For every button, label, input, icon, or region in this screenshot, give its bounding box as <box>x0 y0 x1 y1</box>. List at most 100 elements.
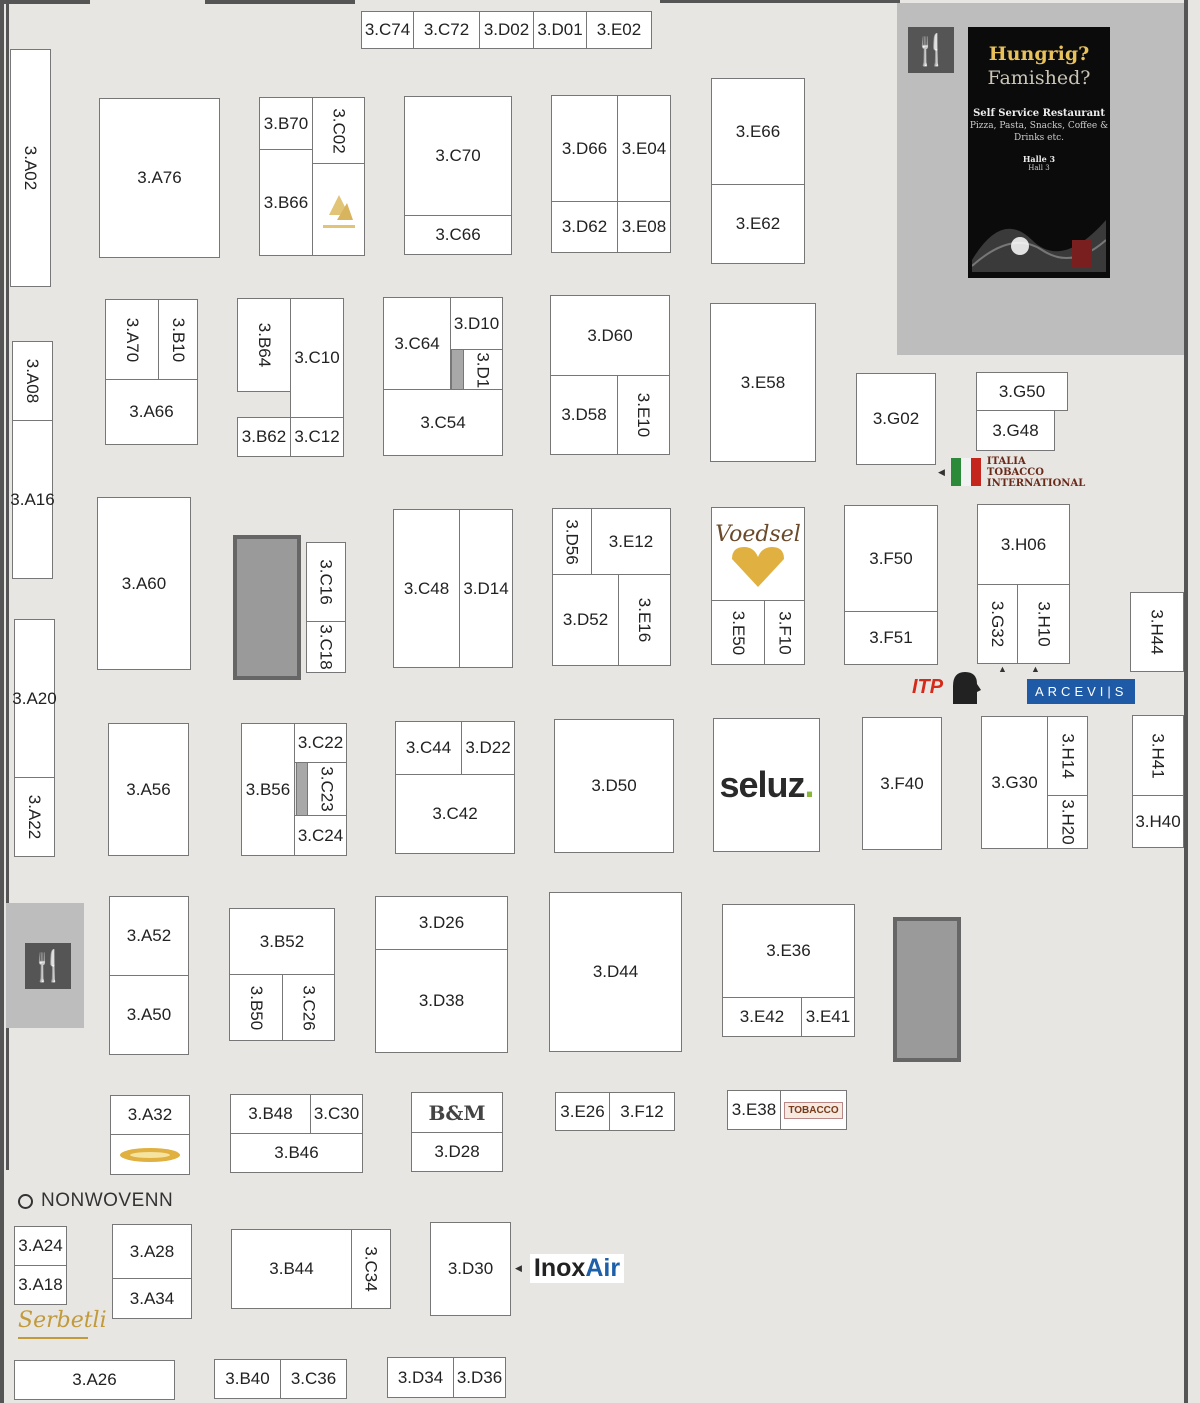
booth[interactable]: 3.D10 <box>450 297 503 350</box>
booth[interactable]: 3.C42 <box>395 774 515 854</box>
booth[interactable]: 3.A56 <box>108 723 189 856</box>
booth[interactable]: 3.A26 <box>14 1360 175 1400</box>
booth[interactable]: 3.B10 <box>158 299 198 380</box>
booth[interactable]: 3.G02 <box>856 373 936 465</box>
booth[interactable]: 3.C70 <box>404 96 512 216</box>
booth[interactable]: 3.A70 <box>105 299 159 380</box>
booth[interactable]: 3.C66 <box>404 215 512 255</box>
booth[interactable]: 3.C24 <box>294 815 347 856</box>
booth[interactable]: 3.B64 <box>237 298 291 392</box>
booth[interactable]: 3.D30 <box>430 1222 511 1316</box>
booth[interactable]: 3.C36 <box>280 1359 347 1399</box>
booth[interactable]: 3.C10 <box>290 298 344 418</box>
booth[interactable]: 3.C72 <box>413 11 480 49</box>
booth[interactable]: 3.E62 <box>711 184 805 264</box>
booth[interactable]: 3.G30 <box>981 716 1048 849</box>
booth[interactable]: 3.D58 <box>550 375 618 455</box>
booth[interactable]: 3.F12 <box>609 1092 675 1131</box>
booth[interactable]: 3.A76 <box>99 98 220 258</box>
nonwoven-logo[interactable]: NONWOVENN <box>18 1190 173 1212</box>
booth[interactable]: 3.E16 <box>618 574 671 666</box>
booth[interactable]: 3.A34 <box>112 1278 192 1319</box>
inoxair-logo[interactable]: ◀ InoxAir <box>515 1254 625 1283</box>
booth[interactable]: 3.E42 <box>722 997 802 1037</box>
booth[interactable]: 3.F50 <box>844 505 938 612</box>
booth[interactable]: 3.D62 <box>551 201 618 253</box>
booth[interactable]: 3.C02 <box>312 97 365 164</box>
booth[interactable]: 3.D38 <box>375 949 508 1053</box>
booth[interactable]: 3.C16 <box>306 542 346 622</box>
booth[interactable]: 3.E36 <box>722 904 855 998</box>
booth-logo-box[interactable] <box>312 163 365 256</box>
booth[interactable]: 3.E66 <box>711 78 805 185</box>
booth-logo-box[interactable] <box>110 1134 190 1175</box>
booth[interactable]: 3.A16 <box>10 420 55 579</box>
restaurant-poster[interactable]: Hungrig? Famished? Self Service Restaura… <box>968 27 1110 278</box>
booth[interactable]: 3.A24 <box>14 1226 67 1266</box>
booth[interactable]: 3.D50 <box>554 719 674 853</box>
booth[interactable]: 3.D36 <box>453 1357 506 1398</box>
booth[interactable]: 3.B50 <box>229 974 283 1041</box>
booth[interactable]: 3.D14 <box>459 509 513 668</box>
booth[interactable]: 3.A02 <box>10 49 51 287</box>
booth[interactable]: 3.A18 <box>14 1265 67 1305</box>
voedsel-booth[interactable]: Voedsel <box>711 507 805 601</box>
booth[interactable]: 3.D22 <box>461 721 515 775</box>
booth[interactable]: 3.A66 <box>105 379 198 445</box>
booth[interactable]: 3.A32 <box>110 1095 190 1135</box>
booth[interactable]: 3.E12 <box>591 508 671 575</box>
booth[interactable]: 3.C64 <box>383 297 451 390</box>
booth[interactable]: 3.G50 <box>976 372 1068 411</box>
booth[interactable]: 3.C74 <box>361 11 414 49</box>
booth[interactable]: 3.B62 <box>237 417 291 457</box>
booth[interactable]: 3.D02 <box>479 11 534 49</box>
booth[interactable]: 3.D52 <box>552 574 619 666</box>
booth[interactable]: 3.H40 <box>1132 795 1184 848</box>
booth[interactable]: 3.D44 <box>549 892 682 1052</box>
booth[interactable]: 3.D60 <box>550 295 670 376</box>
booth[interactable]: 3.C18 <box>306 621 346 673</box>
booth[interactable]: 3.A22 <box>14 777 55 857</box>
booth[interactable]: 3.A28 <box>112 1224 192 1279</box>
seluz-booth[interactable]: seluz. <box>713 718 820 852</box>
booth[interactable]: 3.C26 <box>282 974 335 1041</box>
booth[interactable]: 3.C12 <box>290 417 344 457</box>
booth[interactable]: 3.E08 <box>617 201 671 253</box>
booth[interactable]: 3.F40 <box>862 717 942 850</box>
booth[interactable]: 3.E50 <box>711 600 765 665</box>
booth[interactable]: 3.B70 <box>259 97 313 150</box>
booth[interactable]: 3.C54 <box>383 389 503 456</box>
booth[interactable]: 3.A60 <box>97 497 191 670</box>
booth[interactable]: 3.B48 <box>230 1094 311 1134</box>
booth[interactable]: 3.C44 <box>395 721 462 775</box>
booth[interactable]: 3.F51 <box>844 611 938 665</box>
serbetli-logo[interactable]: Serbetli <box>18 1308 107 1339</box>
booth[interactable]: 3.D56 <box>552 508 592 575</box>
booth[interactable]: 3.B44 <box>231 1229 352 1309</box>
booth[interactable]: 3.E10 <box>617 375 670 455</box>
booth[interactable]: 3.D26 <box>375 896 508 950</box>
booth[interactable]: 3.B46 <box>230 1133 363 1173</box>
booth[interactable]: 3.D66 <box>551 95 618 202</box>
booth[interactable]: 3.D28 <box>411 1132 503 1172</box>
booth[interactable]: 3.E04 <box>617 95 671 202</box>
booth[interactable]: 3.E26 <box>555 1092 610 1131</box>
booth[interactable]: 3.F10 <box>764 600 805 665</box>
booth[interactable]: 3.G32 <box>977 584 1018 664</box>
booth[interactable]: 3.A52 <box>109 896 189 976</box>
booth[interactable]: 3.H06 <box>977 504 1070 585</box>
booth[interactable]: 3.C23 <box>307 762 347 816</box>
booth[interactable]: 3.H41 <box>1132 715 1184 796</box>
booth[interactable]: 3.C30 <box>310 1094 363 1134</box>
arcevi-logo[interactable]: ARCEVI|S <box>1027 679 1136 704</box>
booth[interactable]: 3.C22 <box>294 723 347 763</box>
itp-logo[interactable]: ITP <box>912 670 983 704</box>
booth[interactable]: 3.H44 <box>1130 592 1184 672</box>
italia-tobacco-logo[interactable]: ◀ ITALIA TOBACCO INTERNATIONAL <box>938 452 1085 492</box>
booth[interactable]: 3.A08 <box>12 341 53 421</box>
booth[interactable]: 3.H10 <box>1017 584 1070 664</box>
booth[interactable]: 3.A50 <box>109 975 189 1055</box>
booth[interactable]: 3.D34 <box>387 1357 454 1398</box>
booth[interactable]: 3.E02 <box>586 11 652 49</box>
bm-booth[interactable]: B&M <box>411 1092 503 1133</box>
